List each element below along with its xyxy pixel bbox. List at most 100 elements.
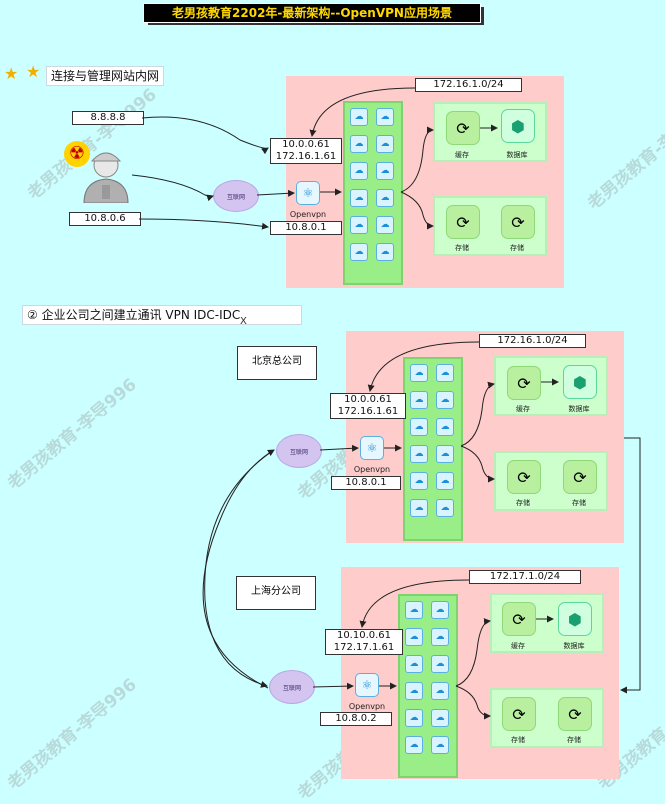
cloud-server-icon: ☁: [405, 601, 423, 619]
cloud-server-icon: ☁: [436, 418, 454, 436]
connector: [319, 444, 359, 452]
database-icon: ⬢: [501, 109, 535, 143]
vpn-ip-label: 10.8.0.1: [270, 221, 342, 235]
section2-label: ② 企业公司之间建立通讯 VPN IDC-IDC: [22, 305, 302, 325]
server-ip1: 10.0.0.61: [344, 394, 392, 405]
cache-icon: ⟳: [502, 602, 536, 636]
openvpn-label: Openvpn: [353, 465, 391, 474]
storage-label: 存储: [455, 244, 469, 252]
cloud-server-icon: ☁: [350, 216, 368, 234]
cloud-server-icon: ☁: [376, 108, 394, 126]
shanghai-label: 上海分公司: [236, 576, 316, 610]
cloud-server-icon: ☁: [431, 709, 449, 727]
storage-label: 存储: [516, 499, 530, 507]
cloud-server-icon: ☁: [405, 655, 423, 673]
beijing-label: 北京总公司: [237, 346, 317, 380]
storage-icon: ⟳: [507, 460, 541, 494]
connector: [204, 449, 275, 688]
server-ip1: 10.10.0.61: [336, 630, 392, 641]
connector: [256, 189, 295, 197]
connector: [460, 381, 495, 447]
hazard-icon: ☢: [64, 141, 90, 167]
connector: [367, 341, 480, 392]
page-title: 老男孩教育2202年-最新架构--OpenVPN应用场景: [143, 3, 481, 23]
vpn-ip-label: 10.8.0.1: [331, 476, 401, 490]
cloud-server-icon: ☁: [376, 243, 394, 261]
cloud-server-icon: ☁: [431, 628, 449, 646]
cloud-server-icon: ☁: [405, 736, 423, 754]
subnet-label: 172.16.1.0/24: [415, 78, 522, 92]
storage-icon: ⟳: [563, 460, 597, 494]
storage-label: 存储: [510, 244, 524, 252]
cloud-server-icon: ☁: [350, 243, 368, 261]
database-icon: ⬢: [558, 602, 592, 636]
connector: [620, 437, 641, 694]
cloud-server-icon: ☁: [405, 628, 423, 646]
cache-label: 缓存: [455, 151, 469, 159]
connector: [359, 579, 470, 628]
storage-icon: ⟳: [502, 697, 536, 731]
server-ip2: 172.17.1.61: [333, 642, 395, 653]
internet-cloud-icon: 互联网: [276, 434, 322, 468]
server-ip2: 172.16.1.61: [337, 406, 399, 417]
cache-label: 缓存: [511, 642, 525, 650]
server-ip-label: 10.10.0.61 172.17.1.61: [325, 629, 403, 655]
database-label: 数据库: [568, 405, 590, 413]
openvpn-label: Openvpn: [289, 210, 327, 219]
cloud-server-icon: ☁: [410, 499, 428, 517]
server-ip1: 10.0.0.61: [282, 139, 330, 150]
connector: [400, 126, 434, 193]
vpn-ip-label: 10.8.0.2: [320, 712, 392, 726]
storage-label: 存储: [567, 736, 581, 744]
openvpn-label: Openvpn: [348, 702, 386, 711]
storage-icon: ⟳: [446, 205, 480, 239]
subnet-label: 172.17.1.0/24: [469, 570, 581, 584]
star-icon: ★: [4, 64, 19, 83]
connector: [312, 682, 354, 690]
cache-label: 缓存: [516, 405, 530, 413]
section1-label: 连接与管理网站内网: [46, 66, 165, 86]
cloud-server-icon: ☁: [350, 108, 368, 126]
cloud-server-icon: ☁: [436, 499, 454, 517]
storage-icon: ⟳: [558, 697, 592, 731]
cloud-server-icon: ☁: [436, 391, 454, 409]
server-icons: ☁☁ ☁☁ ☁☁ ☁☁ ☁☁ ☁☁: [410, 364, 456, 526]
cloud-server-icon: ☁: [431, 736, 449, 754]
subnet-label: 172.16.1.0/24: [479, 334, 586, 348]
cloud-server-icon: ☁: [436, 472, 454, 490]
server-icons: ☁☁ ☁☁ ☁☁ ☁☁ ☁☁ ☁☁: [405, 601, 451, 763]
cloud-server-icon: ☁: [431, 601, 449, 619]
storage-icon: ⟳: [501, 205, 535, 239]
cloud-server-icon: ☁: [350, 162, 368, 180]
cloud-server-icon: ☁: [410, 364, 428, 382]
cloud-server-icon: ☁: [431, 655, 449, 673]
cloud-server-icon: ☁: [405, 682, 423, 700]
cloud-server-icon: ☁: [376, 135, 394, 153]
connector: [460, 445, 495, 483]
cursor-mark: X: [240, 316, 247, 327]
cloud-server-icon: ☁: [376, 189, 394, 207]
cloud-server-icon: ☁: [410, 472, 428, 490]
star-icon: ★: [26, 62, 41, 81]
connector: [131, 174, 214, 202]
cloud-server-icon: ☁: [436, 445, 454, 463]
database-icon: ⬢: [563, 365, 597, 399]
connector: [141, 116, 269, 155]
openvpn-icon: ⚛: [355, 673, 379, 697]
cloud-server-icon: ☁: [405, 709, 423, 727]
openvpn-icon: ⚛: [296, 181, 320, 205]
openvpn-icon: ⚛: [360, 436, 384, 460]
cache-icon: ⟳: [507, 366, 541, 400]
database-label: 数据库: [506, 151, 528, 159]
cloud-server-icon: ☁: [410, 418, 428, 436]
server-ip2: 172.16.1.61: [275, 151, 337, 162]
cloud-server-icon: ☁: [410, 391, 428, 409]
connector: [400, 191, 434, 230]
server-ip-label: 10.0.0.61 172.16.1.61: [270, 138, 342, 164]
cloud-server-icon: ☁: [436, 364, 454, 382]
cloud-server-icon: ☁: [376, 216, 394, 234]
cloud-server-icon: ☁: [350, 135, 368, 153]
cache-icon: ⟳: [446, 111, 480, 145]
storage-label: 存储: [511, 736, 525, 744]
